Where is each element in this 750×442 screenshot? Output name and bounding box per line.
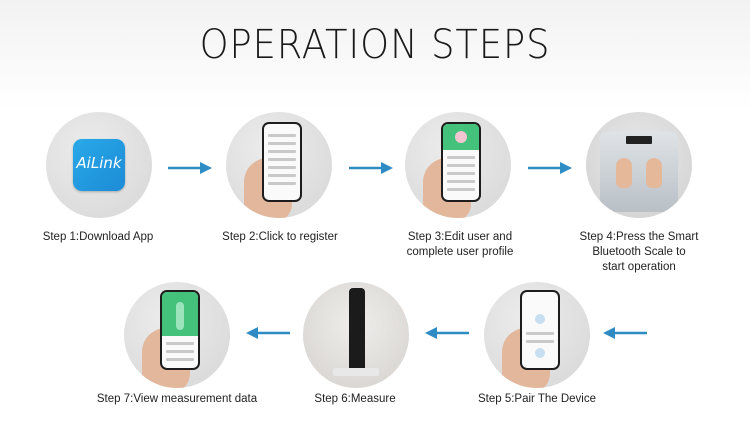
step-4-label-line-3: start operation	[602, 261, 676, 273]
arrow-right-icon	[528, 162, 572, 174]
step-3-label-line-2: complete user profile	[406, 246, 514, 258]
step-4-label: Step 4:Press the Smart Bluetooth Scale t…	[563, 230, 715, 275]
step-6-image	[303, 282, 409, 388]
scale	[333, 368, 379, 376]
step-7-image	[124, 282, 230, 388]
step-6-label: Step 6:Measure	[314, 393, 396, 405]
step-1-image: AiLink	[46, 112, 152, 218]
step-5-label: Step 5:Pair The Device	[477, 393, 597, 405]
step-5-image	[484, 282, 590, 388]
right-foot	[646, 158, 662, 188]
app-icon-text: AiLink	[76, 154, 122, 172]
step-2-image	[226, 112, 332, 218]
step-2-label: Step 2:Click to register	[222, 231, 338, 243]
step-1-label: Step 1:Download App	[42, 231, 154, 243]
scale-display	[626, 136, 652, 144]
step-4-label-line-2: Bluetooth Scale to	[592, 246, 686, 258]
arrow-left-icon	[246, 327, 290, 339]
phone	[520, 290, 560, 370]
arrow-right-icon	[349, 162, 393, 174]
step-4-label-line-1: Step 4:Press the Smart	[579, 231, 699, 243]
page-title: OPERATION STEPS	[199, 22, 551, 68]
arrow-left-icon	[603, 327, 647, 339]
step-3-image	[405, 112, 511, 218]
left-foot	[616, 158, 632, 188]
step-7-label: Step 7:View measurement data	[96, 393, 258, 405]
phone	[262, 122, 302, 202]
phone	[441, 122, 481, 202]
arrow-right-icon	[168, 162, 212, 174]
scale	[600, 132, 678, 212]
person-legs	[349, 288, 365, 370]
app-icon: AiLink	[73, 139, 125, 191]
phone	[160, 290, 200, 370]
step-3-label: Step 3:Edit user and complete user profi…	[385, 230, 535, 260]
step-3-label-line-1: Step 3:Edit user and	[407, 231, 513, 243]
step-4-image	[586, 112, 692, 218]
arrow-left-icon	[425, 327, 469, 339]
